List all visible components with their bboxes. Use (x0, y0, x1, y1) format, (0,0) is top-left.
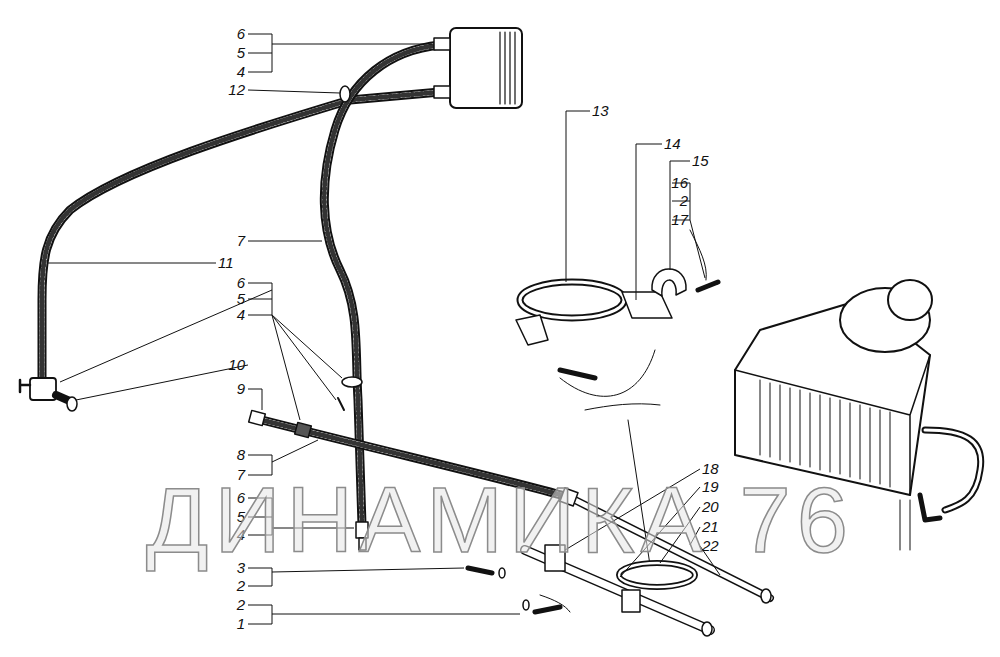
callout-number: 4 (215, 63, 245, 81)
callout-number: 16 (660, 174, 688, 192)
callout-number: 12 (215, 81, 245, 99)
callout-number: 5 (215, 44, 245, 62)
callout-number: 15 (692, 152, 709, 170)
callout-number: 6 (215, 274, 245, 292)
callout-number: 17 (660, 211, 688, 229)
callout-number: 10 (215, 356, 245, 374)
callout-number: 2 (215, 577, 245, 595)
callout-number: 9 (215, 380, 245, 398)
callout-number: 2 (660, 192, 688, 210)
callout-number: 4 (215, 306, 245, 324)
callout-number: 7 (215, 232, 245, 250)
callout-number: 6 (215, 25, 245, 43)
callout-number: 13 (592, 102, 609, 120)
callout-number: 5 (215, 290, 245, 308)
callout-number: 11 (218, 254, 234, 272)
callout-number: 8 (215, 446, 245, 464)
callout-number: 1 (215, 615, 245, 633)
callout-number: 2 (215, 596, 245, 614)
callout-number: 14 (664, 135, 681, 153)
watermark: ДИНАМИКА 76 (146, 470, 854, 570)
